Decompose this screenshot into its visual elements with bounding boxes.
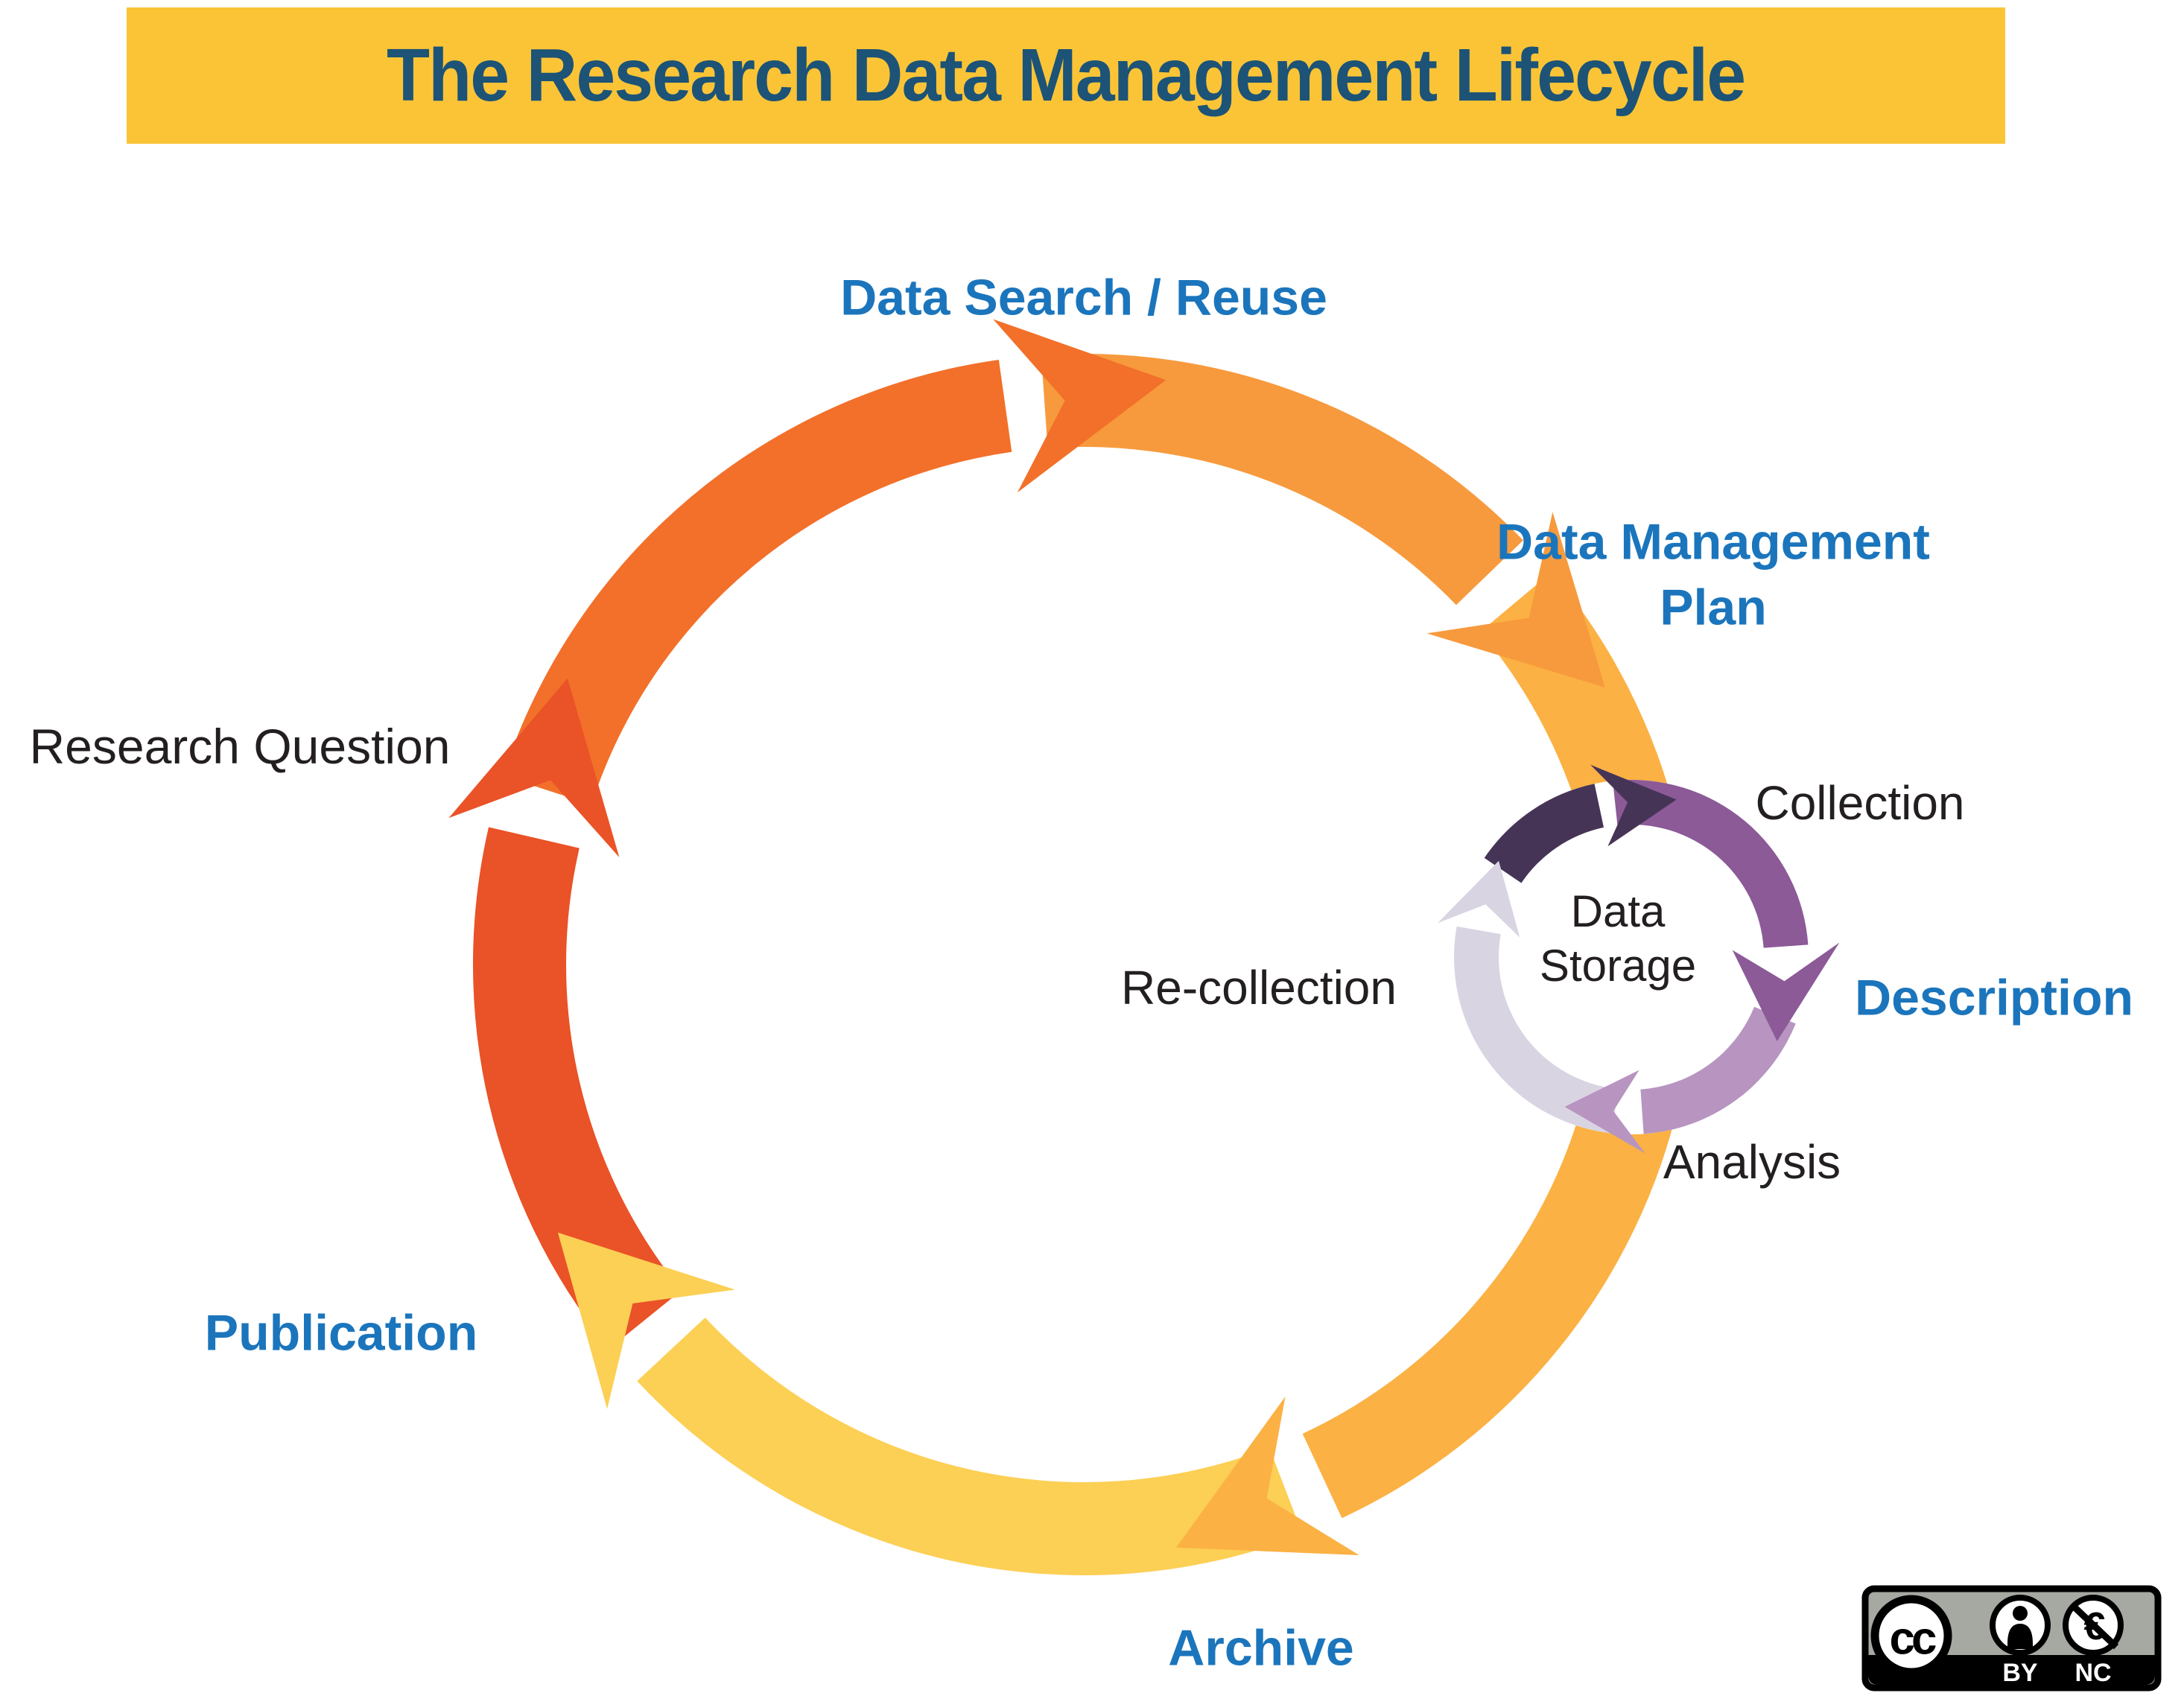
description-to-analysis-arc [1640,1006,1796,1134]
page-title: The Research Data Management Lifecycle [387,34,1746,117]
archive-to-publication-arc [637,1318,1303,1575]
cc-license-badge: cc € BY NC [1861,1585,2162,1692]
cc-logo-icon [1870,1595,1952,1677]
collection-to-description-arrowhead [1732,942,1840,1041]
publication-to-research-question-arrowhead [448,678,620,857]
inner-cycle-disc [1454,780,1809,1134]
cc-logo-glyph: cc [1890,1613,1936,1665]
stage-label-description: Description [1854,969,2134,1026]
stage-label-research-question: Research Question [29,718,451,774]
archive-to-publication-arrowhead [557,1232,735,1409]
stage-label-archive: Archive [1168,1619,1354,1677]
publication-to-research-question-arc [472,827,682,1349]
stage-label-analysis: Analysis [1663,1135,1841,1189]
storage-to-collection-arc [1484,784,1604,883]
inner-cycle-arrows [1438,764,1840,1154]
person-body-icon [2007,1624,2033,1649]
stage-label-re-collection: Re-collection [1121,961,1397,1014]
title-banner: The Research Data Management Lifecycle [127,7,2005,144]
person-head-icon [2013,1606,2028,1621]
by-label: BY [2002,1659,2038,1687]
stage-label-publication: Publication [204,1304,478,1362]
stage-label-data-management-plan: Data Management Plan [1496,513,1930,636]
research-question-to-data-search-arrowhead [993,319,1166,493]
data-search-to-data-management-plan-arrowhead [1426,512,1605,687]
inner-cycle-center-label: Data Storage [1539,886,1697,991]
description-to-analysis-arrowhead [1564,1070,1645,1154]
stage-label-data-search-reuse: Data Search / Reuse [840,269,1327,326]
analysis-to-recollection-arc [1453,926,1618,1134]
data-management-plan-to-archive-arrowhead [1176,1397,1359,1555]
collection-to-description-arc [1613,779,1809,948]
storage-to-collection-arrowhead [1590,764,1677,847]
analysis-to-recollection-arrowhead [1438,860,1520,938]
nc-label: NC [2075,1659,2111,1687]
stage-label-collection: Collection [1755,776,1965,830]
research-question-to-data-search-arc [503,360,1012,805]
euro-slash [2069,1601,2119,1650]
data-search-to-data-management-plan-arc [1041,354,1523,606]
